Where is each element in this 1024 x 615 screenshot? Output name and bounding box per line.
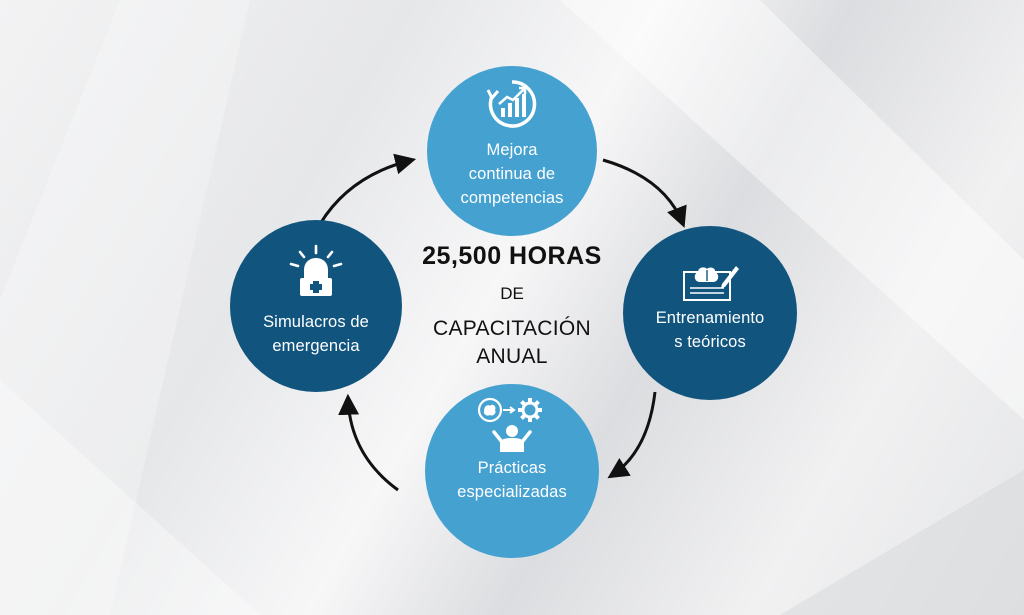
training-hours-total: 25,500 HORAS xyxy=(422,242,602,270)
center-connector: DE xyxy=(500,284,524,303)
node-label: Simulacros de emergencia xyxy=(263,313,369,355)
person-brain-gear-icon xyxy=(477,397,542,452)
cycle-node-simulacros-emergencia: Simulacros de emergencia xyxy=(230,220,402,392)
node-label: Entrenamiento s teóricos xyxy=(655,309,765,351)
emergency-alarm-light-icon xyxy=(289,244,343,296)
improvement-cycle-chart-icon xyxy=(486,80,537,128)
cycle-node-entrenamientos-teoricos: Entrenamiento s teóricos xyxy=(623,226,797,400)
node-label: Prácticas especializadas xyxy=(457,459,567,501)
arrow-right-to-bottom xyxy=(607,391,657,479)
center-title: CAPACITACIÓN ANUAL xyxy=(432,317,591,368)
cycle-node-practicas-especializadas: Prácticas especializadas xyxy=(425,384,599,558)
brain-document-pen-icon xyxy=(683,266,739,301)
node-label: Mejora continua de competencias xyxy=(460,141,564,207)
arrow-top-to-right xyxy=(602,158,687,228)
arrow-bottom-to-left xyxy=(338,393,399,492)
cycle-node-mejora-continua: Mejora continua de competencias xyxy=(427,66,597,236)
center-summary: 25,500 HORAS DE CAPACITACIÓN ANUAL xyxy=(392,238,632,371)
arrow-left-to-top xyxy=(318,153,417,225)
